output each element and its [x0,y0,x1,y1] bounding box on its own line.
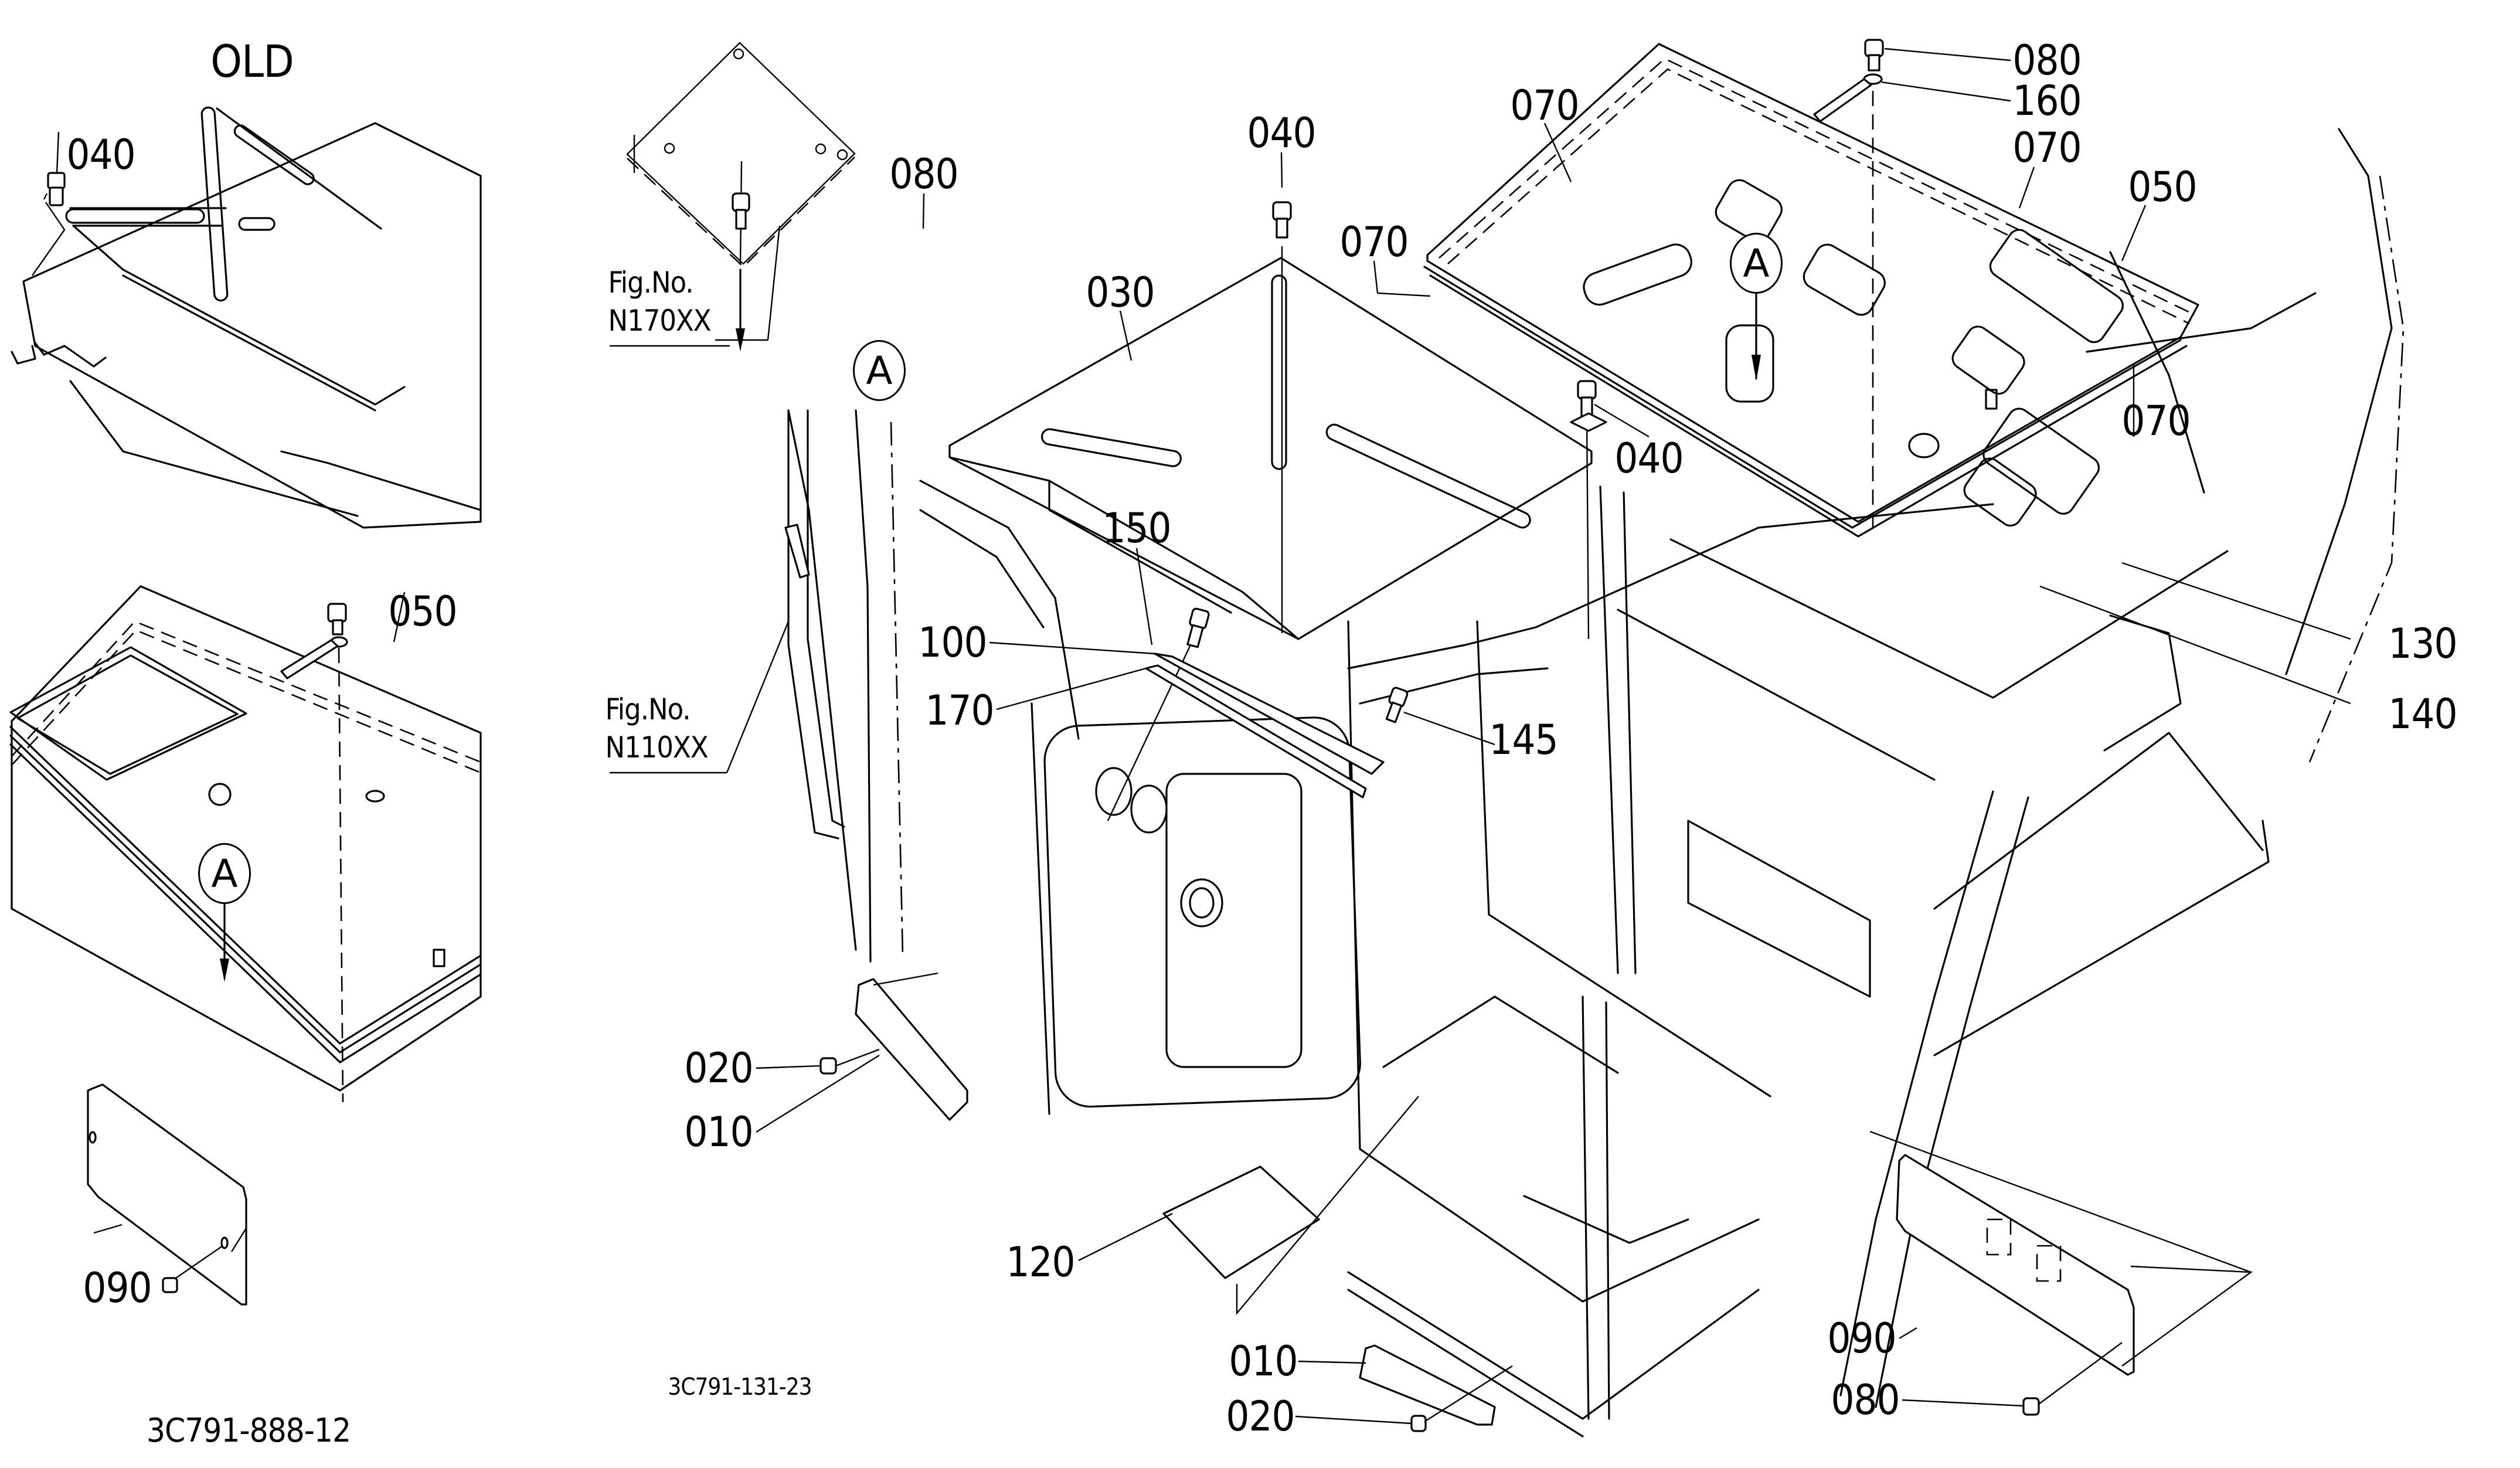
roof-panel-050 [1423,43,2199,538]
callout-040-right: 040 [1614,434,1684,482]
fig-no-label: Fig.No. [605,692,691,726]
fig-no-value: N110XX [605,730,708,764]
callout-080-roof: 080 [2012,36,2082,84]
callout-070-d: 070 [2121,397,2191,445]
callout-070-c: 070 [2012,124,2082,172]
bracket-010-right [1359,1344,1513,1432]
callout-020-left: 020 [684,1044,753,1092]
reference-marker-a-inset: A [198,843,251,904]
inset-old-cover-030 [11,106,482,529]
callout-160: 160 [2012,77,2082,125]
reference-marker-a-main-left: A [853,340,906,401]
bolt-150-and-part-100-170 [1107,607,1409,821]
reference-marker-a-main-roof: A [1730,233,1783,294]
callout-145: 145 [1489,716,1558,764]
cab-frame [787,128,2405,1438]
callout-040-inset: 040 [66,131,135,179]
callout-140: 140 [2388,690,2457,738]
bolt-040-right [1570,380,1607,640]
bracket-010-left [819,972,968,1121]
plate-120 [1162,1096,1419,1316]
marker-letter: A [1743,240,1770,286]
callout-120: 120 [1006,1238,1075,1286]
callout-010-right: 010 [1229,1337,1298,1385]
callout-040-top: 040 [1247,109,1316,157]
inset-title: OLD [210,35,294,87]
callout-070-a: 070 [1510,81,1579,130]
callout-130: 130 [2388,620,2457,668]
inset-side-panel-090 [87,1083,247,1306]
callout-080-right: 080 [1831,1376,1900,1424]
inset-bolt-040 [32,131,66,276]
callout-050: 050 [2128,163,2197,211]
cover-030 [948,201,1593,640]
side-panel-n110xx [784,409,845,840]
inset-bolt-and-washer [280,592,406,1103]
callout-030: 030 [1086,269,1155,317]
figure-reference-n110xx[interactable]: Fig.No. N110XX [605,691,708,767]
callout-leader-lines [610,47,2147,1425]
inset-marker-arrow [220,902,229,982]
inset-drawing-code: 3C791-888-12 [147,1412,351,1450]
part-130-140-callout-lines [2039,562,2351,705]
callout-070-b: 070 [1339,218,1409,266]
side-panel-090-right [1869,1130,2253,1416]
inset-roof-panel-050 [9,585,482,1092]
roof-bolt-and-washer [1813,39,1884,123]
figure-reference-n170xx[interactable]: Fig.No. N170XX [608,264,711,340]
callout-050-inset: 050 [388,587,457,636]
callout-150: 150 [1102,504,1171,552]
callout-010-left: 010 [684,1108,753,1156]
callout-090-right: 090 [1827,1314,1896,1362]
callout-090-inset: 090 [83,1264,152,1312]
fig-no-value: N170XX [608,304,711,338]
main-drawing-code: 3C791-131-23 [668,1374,812,1401]
callout-100: 100 [918,619,987,667]
callout-170: 170 [925,687,994,735]
fig-no-label: Fig.No. [608,266,693,300]
callout-020-right: 020 [1226,1392,1295,1440]
marker-a-arrow-main [1752,289,1761,381]
cover-n170xx [626,42,856,352]
callout-080-top: 080 [889,150,958,198]
marker-letter: A [866,348,893,393]
marker-letter: A [211,851,238,896]
